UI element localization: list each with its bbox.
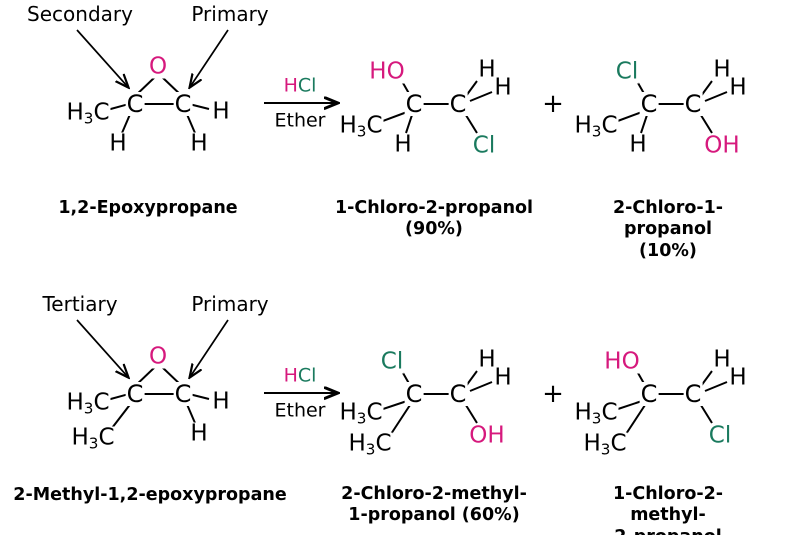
group-methyl-upper-epoxide-2: H3C xyxy=(65,389,111,418)
callout-arrow-secondary-1 xyxy=(76,29,128,87)
reagent-cl-1: Cl xyxy=(297,74,317,97)
atom-carbon-left-epoxide-2: C xyxy=(125,380,145,408)
group-methyl-lower-product-2b: H3C xyxy=(582,430,628,459)
atom-hydrogen-side-product-1a: H xyxy=(493,74,513,101)
epoxide-2-bonds xyxy=(106,366,210,429)
group-methyl-product-1a: H3C xyxy=(338,112,384,141)
atom-hydrogen-top-product-1b: H xyxy=(712,56,732,83)
atom-hydrogen-left-epoxide-1: H xyxy=(108,130,128,157)
atom-hydrogen-down-epoxide-1: H xyxy=(189,130,209,157)
reagent-label-1: HCl xyxy=(283,74,317,97)
atom-chlorine-product-2a: Cl xyxy=(379,348,405,375)
caption-reactant-2: 2-Methyl-1,2-epoxypropane xyxy=(13,485,287,505)
group-methyl-lower-epoxide-2: H3C xyxy=(70,424,116,453)
reagent-h-2: H xyxy=(283,364,298,387)
atom-carbon-left-product-2a: C xyxy=(404,380,424,408)
atom-oxygen-epoxide-1: O xyxy=(147,53,169,80)
atom-chlorine-product-2b: Cl xyxy=(707,422,733,449)
callout-label-primary-2: Primary xyxy=(191,292,269,316)
callout-label-primary-1: Primary xyxy=(191,2,269,26)
atom-chlorine-product-1a: Cl xyxy=(471,132,497,159)
plus-sign-row2: + xyxy=(542,379,564,409)
atom-hydrogen-side-product-2b: H xyxy=(728,364,748,391)
atom-hydrogen-side-product-2a: H xyxy=(493,364,513,391)
callout-label-secondary: Secondary xyxy=(27,2,133,26)
atom-hydrogen-top-product-2a: H xyxy=(477,346,497,373)
atom-hydrogen-top-product-2b: H xyxy=(712,346,732,373)
callout-label-tertiary: Tertiary xyxy=(42,292,118,316)
callout-arrow-primary-1 xyxy=(190,29,229,87)
caption-product-1a: 1-Chloro-2-propanol (90%) xyxy=(334,198,534,240)
atom-oxygen-epoxide-2: O xyxy=(147,343,169,370)
atom-carbon-left-product-1b: C xyxy=(639,90,659,118)
reagent-h-1: H xyxy=(283,74,298,97)
group-hydroxyl-product-1a: HO xyxy=(368,58,406,85)
atom-hydrogen-side-epoxide-1: H xyxy=(211,98,231,125)
atom-carbon-right-epoxide-1: C xyxy=(173,90,193,118)
atom-hydrogen-bottom-product-1a: H xyxy=(393,131,413,158)
callout-arrow-primary-2 xyxy=(190,319,229,377)
group-methyl-upper-product-2b: H3C xyxy=(573,399,619,428)
group-hydroxyl-product-1b: OH xyxy=(703,132,741,159)
atom-carbon-right-product-2a: C xyxy=(448,380,468,408)
atom-carbon-left-epoxide-1: C xyxy=(125,90,145,118)
atom-chlorine-product-1b: Cl xyxy=(614,58,640,85)
group-hydroxyl-product-2a: OH xyxy=(468,422,506,449)
plus-sign-row1: + xyxy=(542,89,564,119)
solvent-label-2: Ether xyxy=(274,399,326,422)
atom-carbon-right-product-1b: C xyxy=(683,90,703,118)
atom-hydrogen-side-product-1b: H xyxy=(728,74,748,101)
callout-arrow-tertiary-2 xyxy=(76,319,128,377)
caption-product-2b: 1-Chloro-2-methyl- 2-propanol (40%) xyxy=(612,484,724,535)
caption-product-2a: 2-Chloro-2-methyl- 1-propanol (60%) xyxy=(341,484,527,526)
product-1a-bonds xyxy=(379,80,493,134)
atom-hydrogen-top-product-1a: H xyxy=(477,56,497,83)
atom-carbon-right-product-2b: C xyxy=(683,380,703,408)
group-hydroxyl-product-2b: HO xyxy=(603,348,641,375)
atom-carbon-left-product-2b: C xyxy=(639,380,659,408)
caption-reactant-1: 1,2-Epoxypropane xyxy=(58,198,238,218)
reagent-label-2: HCl xyxy=(283,364,317,387)
atom-carbon-right-product-1a: C xyxy=(448,90,468,118)
group-methyl-lower-product-2a: H3C xyxy=(347,430,393,459)
atom-hydrogen-bottom-product-1b: H xyxy=(628,131,648,158)
atom-hydrogen-down-epoxide-2: H xyxy=(189,420,209,447)
group-methyl-upper-product-2a: H3C xyxy=(338,399,384,428)
reagent-cl-2: Cl xyxy=(297,364,317,387)
group-methyl-product-1b: H3C xyxy=(573,112,619,141)
atom-carbon-left-product-1a: C xyxy=(404,90,424,118)
epoxide-1-bonds xyxy=(106,76,210,134)
solvent-label-1: Ether xyxy=(274,109,326,132)
atom-carbon-right-epoxide-2: C xyxy=(173,380,193,408)
caption-product-1b: 2-Chloro-1-propanol (10%) xyxy=(612,198,724,261)
atom-hydrogen-side-epoxide-2: H xyxy=(211,388,231,415)
group-methyl-epoxide-1: H3C xyxy=(65,99,111,128)
product-1b-bonds xyxy=(614,80,728,134)
